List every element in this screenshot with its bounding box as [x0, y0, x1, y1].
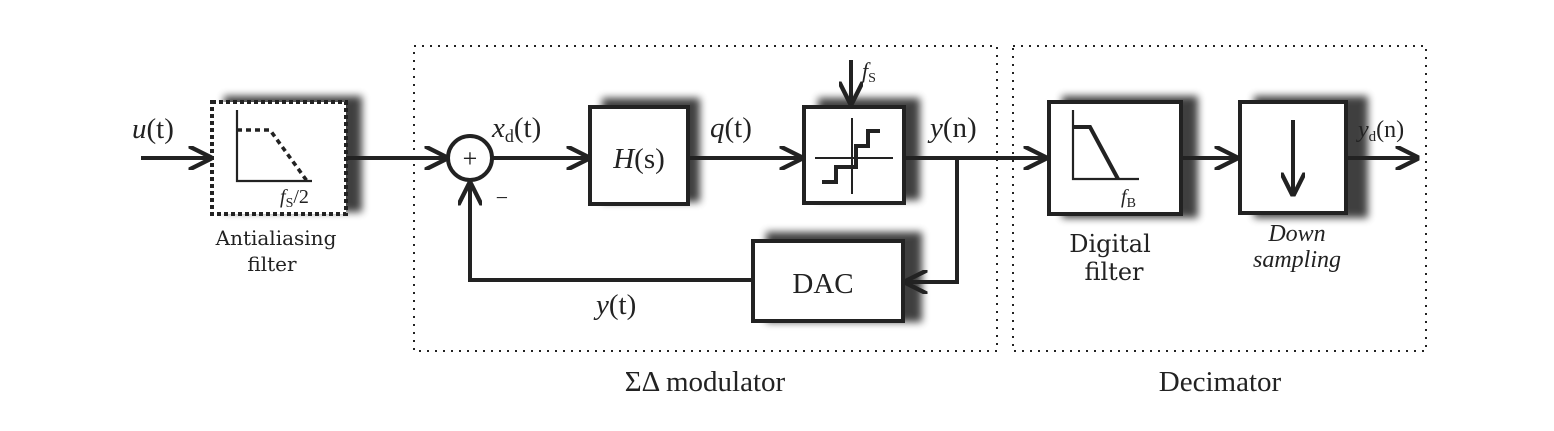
antialiasing-filter-block: [210, 100, 348, 216]
feedback-signal-label: y(t): [593, 289, 636, 321]
loop-output-label: q(t): [710, 112, 752, 144]
antialiasing-label-line2: filter: [247, 252, 297, 276]
antialiasing-cutoff-label: fS/2: [280, 186, 309, 211]
antialiasing-response-icon: [237, 128, 309, 183]
sum-minus-sign: −: [496, 185, 508, 210]
digital-filter-block: [1047, 100, 1183, 216]
loop-filter-block: [588, 105, 690, 206]
antialiasing-axes-icon: [235, 110, 312, 183]
quantizer-staircase-icon: [822, 129, 880, 184]
dac-to-sum-path: [470, 184, 753, 282]
decimator-label: Decimator: [1159, 366, 1282, 398]
feedback-to-dac-path: [906, 158, 959, 282]
error-signal-label: xd(t): [491, 112, 541, 146]
digital-filter-cutoff-label: fB: [1121, 186, 1136, 211]
downsampler-label-line1: Down: [1267, 221, 1325, 247]
digital-output-label: y(n): [927, 112, 977, 144]
antialiasing-label-line1: Antialiasing: [215, 226, 337, 250]
input-signal-label: u(t): [132, 113, 174, 145]
sum-plus-sign: +: [463, 144, 478, 173]
output-signal-label: yd(n): [1356, 117, 1404, 145]
dac-label: DAC: [792, 268, 853, 300]
digital-filter-label-line2: filter: [1084, 258, 1144, 286]
quantizer-clock-label: fS: [862, 58, 876, 86]
loop-filter-label: H(s): [612, 143, 665, 175]
downsampler-label-line2: sampling: [1253, 247, 1341, 273]
digital-filter-label-line1: Digital: [1069, 230, 1151, 258]
digital-filter-response-icon: [1073, 125, 1120, 180]
sigma-delta-label: ΣΔ modulator: [625, 366, 786, 398]
